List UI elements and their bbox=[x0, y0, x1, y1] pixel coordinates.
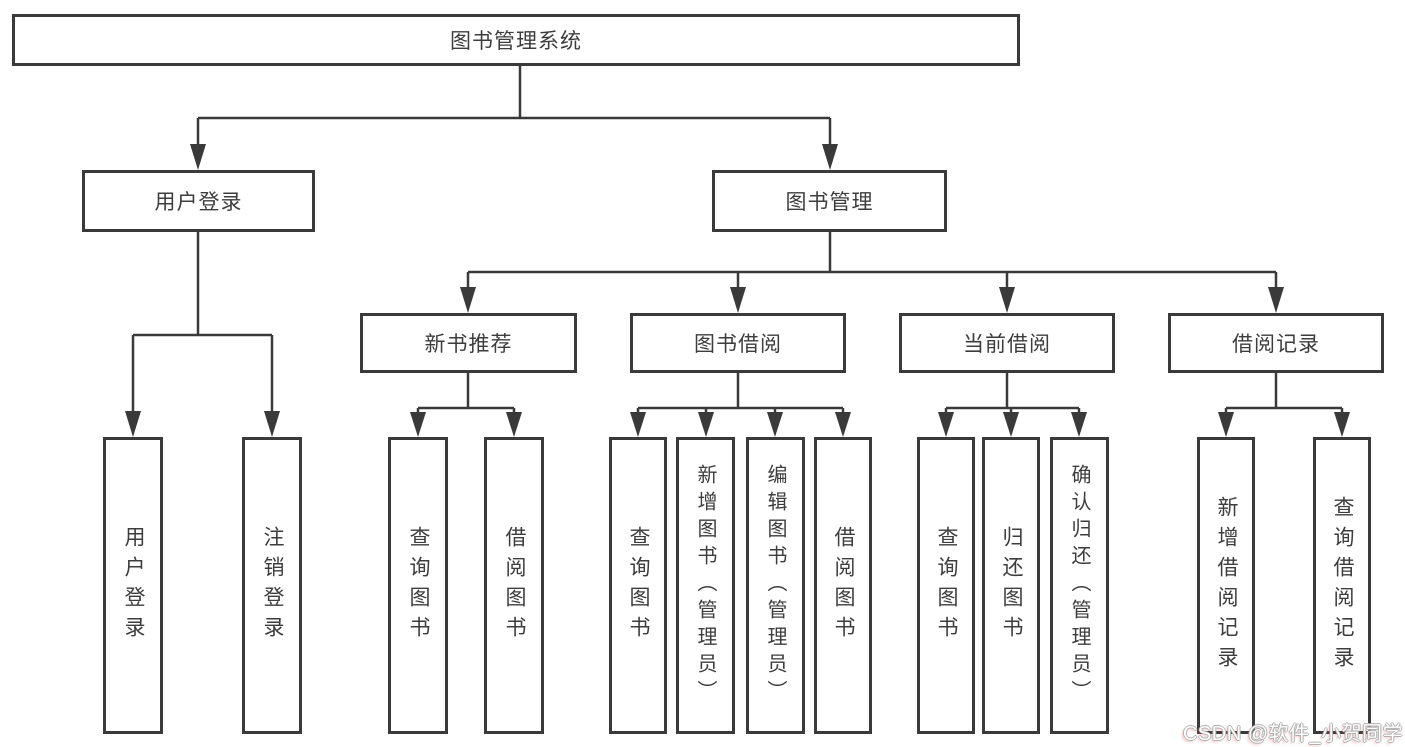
arrowhead-icon bbox=[730, 287, 746, 313]
node-new-book-rec-label: 新书推荐 bbox=[424, 333, 513, 356]
arrowhead-icon bbox=[698, 412, 714, 437]
node-current-borrow-label: 当前借阅 bbox=[963, 333, 1051, 356]
node-book-mgmt-label: 图书管理 bbox=[785, 191, 874, 214]
leaf-add-borrow-record-label: 新增借阅记录 bbox=[1215, 495, 1238, 676]
leaf-return-book-label: 归还图书 bbox=[1000, 525, 1023, 646]
node-root: 图书管理系统 bbox=[12, 14, 1020, 66]
arrowhead-icon bbox=[1071, 412, 1087, 437]
arrowhead-icon bbox=[822, 144, 838, 170]
leaf-borrow-book-rec: 借阅图书 bbox=[484, 437, 544, 734]
arrowhead-icon bbox=[264, 411, 280, 437]
leaf-query-borrow-record-label: 查询借阅记录 bbox=[1331, 495, 1354, 676]
arrowhead-icon bbox=[767, 412, 783, 437]
arrowhead-icon bbox=[506, 412, 522, 437]
node-book-borrow-label: 图书借阅 bbox=[694, 333, 782, 356]
leaf-edit-book-admin-label: 编辑图书（管理员） bbox=[764, 464, 786, 707]
arrowhead-icon bbox=[460, 287, 476, 313]
leaf-confirm-return-admin-label: 确认归还（管理员） bbox=[1068, 464, 1090, 707]
node-borrow-record: 借阅记录 bbox=[1168, 313, 1384, 373]
arrowhead-icon bbox=[1003, 412, 1019, 437]
leaf-borrow-book-borrow-label: 借阅图书 bbox=[832, 525, 855, 646]
leaf-confirm-return-admin: 确认归还（管理员） bbox=[1050, 437, 1109, 734]
node-borrow-record-label: 借阅记录 bbox=[1232, 333, 1320, 356]
connector-userlogin-to-leaves bbox=[125, 232, 280, 437]
leaf-query-book-current-label: 查询图书 bbox=[935, 525, 958, 646]
leaf-query-book-rec: 查询图书 bbox=[388, 437, 448, 734]
arrowhead-icon bbox=[1268, 287, 1284, 313]
connector-currentborrow-to-leaves bbox=[938, 373, 1087, 437]
leaf-user-login: 用户登录 bbox=[103, 437, 163, 734]
arrowhead-icon bbox=[190, 144, 206, 170]
leaf-query-borrow-record: 查询借阅记录 bbox=[1313, 437, 1371, 734]
arrowhead-icon bbox=[938, 412, 954, 437]
connector-bookmgmt-to-level3 bbox=[460, 232, 1284, 313]
node-new-book-rec: 新书推荐 bbox=[360, 313, 577, 373]
arrowhead-icon bbox=[410, 412, 426, 437]
node-book-mgmt: 图书管理 bbox=[712, 170, 947, 232]
leaf-logout-login-label: 注销登录 bbox=[261, 525, 284, 646]
leaf-query-book-current: 查询图书 bbox=[917, 437, 975, 734]
arrowhead-icon bbox=[999, 287, 1015, 313]
arrowhead-icon bbox=[835, 412, 851, 437]
connector-newbookrec-to-leaves bbox=[410, 373, 522, 437]
connector-borrowrecord-to-leaves bbox=[1218, 373, 1350, 437]
leaf-logout-login: 注销登录 bbox=[242, 437, 302, 734]
arrowhead-icon bbox=[630, 412, 646, 437]
leaf-borrow-book-borrow: 借阅图书 bbox=[814, 437, 872, 734]
node-user-login-label: 用户登录 bbox=[154, 191, 243, 214]
leaf-add-book-admin-label: 新增图书（管理员） bbox=[694, 464, 716, 707]
leaf-add-book-admin: 新增图书（管理员） bbox=[676, 437, 735, 734]
node-current-borrow: 当前借阅 bbox=[899, 313, 1115, 373]
leaf-query-book-rec-label: 查询图书 bbox=[407, 525, 430, 646]
arrowhead-icon bbox=[125, 411, 141, 437]
leaf-query-book-borrow-label: 查询图书 bbox=[627, 525, 650, 646]
leaf-return-book: 归还图书 bbox=[982, 437, 1040, 734]
leaf-user-login-label: 用户登录 bbox=[122, 525, 145, 646]
arrowhead-icon bbox=[1218, 412, 1234, 437]
leaf-borrow-book-rec-label: 借阅图书 bbox=[503, 525, 526, 646]
leaf-add-borrow-record: 新增借阅记录 bbox=[1197, 437, 1255, 734]
leaf-edit-book-admin: 编辑图书（管理员） bbox=[746, 437, 805, 734]
connector-root-to-level1 bbox=[190, 66, 838, 170]
arrowhead-icon bbox=[1334, 412, 1350, 437]
leaf-query-book-borrow: 查询图书 bbox=[609, 437, 667, 734]
connector-bookborrow-to-leaves bbox=[630, 373, 851, 437]
node-user-login: 用户登录 bbox=[82, 170, 315, 232]
csdn-watermark: CSDN @软件_小贺同学 bbox=[1183, 723, 1404, 745]
node-root-label: 图书管理系统 bbox=[450, 30, 582, 53]
node-book-borrow: 图书借阅 bbox=[630, 313, 846, 373]
